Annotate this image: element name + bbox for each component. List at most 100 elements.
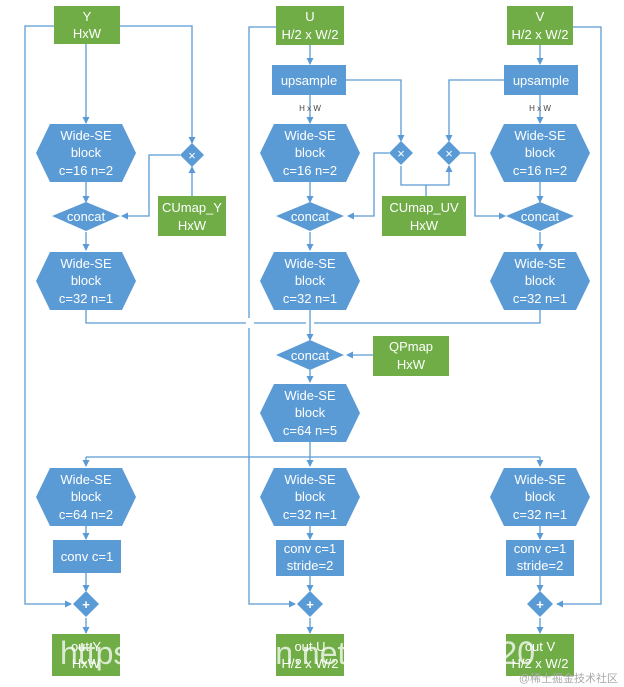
input-y-label: Y xyxy=(83,9,92,24)
add-y-node: + xyxy=(73,591,99,617)
cumap-y-size: HxW xyxy=(178,218,207,233)
conv-y-label: conv c=1 xyxy=(61,549,113,564)
block-u1-line2: block xyxy=(295,145,326,160)
watermark-site: @稀土掘金技术社区 xyxy=(519,671,618,685)
output-v-label: out V xyxy=(525,639,556,654)
output-u-node: out U H/2 x W/2 xyxy=(276,634,344,676)
wide-se-block-u1: Wide-SE block c=16 n=2 xyxy=(260,124,360,182)
edge-mult-y-to-concat-y xyxy=(121,154,180,220)
output-y-size: HxW xyxy=(72,656,101,671)
block-mid-line3: c=64 n=5 xyxy=(283,423,337,438)
conv-u-node: conv c=1 stride=2 xyxy=(276,540,344,576)
block-u2-line1: Wide-SE xyxy=(284,256,336,271)
upsample-u-label: upsample xyxy=(281,73,337,88)
wide-se-block-u3: Wide-SE block c=32 n=1 xyxy=(260,468,360,526)
conv-u-stride: stride=2 xyxy=(287,558,334,573)
conv-v-stride: stride=2 xyxy=(517,558,564,573)
block-mid-line2: block xyxy=(295,405,326,420)
cumap-y-node: CUmap_Y HxW xyxy=(158,196,226,236)
upsample-v-node: upsample xyxy=(504,65,578,95)
block-y1-line3: c=16 n=2 xyxy=(59,163,113,178)
wide-se-block-u2: Wide-SE block c=32 n=1 xyxy=(260,252,360,310)
block-v2-line3: c=32 n=1 xyxy=(513,291,567,306)
concat-v-label: concat xyxy=(521,209,560,224)
conv-u-label: conv c=1 xyxy=(284,541,336,556)
upsample-v-label: upsample xyxy=(513,73,569,88)
multiply-v-icon: × xyxy=(445,146,453,161)
cumap-uv-size: HxW xyxy=(410,218,439,233)
wide-se-block-v1: Wide-SE block c=16 n=2 xyxy=(490,124,590,182)
multiply-y-node: × xyxy=(180,143,204,167)
wide-se-block-y1: Wide-SE block c=16 n=2 xyxy=(36,124,136,182)
output-u-label: out U xyxy=(294,639,325,654)
block-u1-line1: Wide-SE xyxy=(284,128,336,143)
wide-se-block-y2: Wide-SE block c=32 n=1 xyxy=(36,252,136,310)
concat-mid-label: concat xyxy=(291,348,330,363)
input-v-size: H/2 x W/2 xyxy=(511,27,568,42)
concat-u-node: concat xyxy=(276,202,344,231)
output-v-size: H/2 x W/2 xyxy=(511,656,568,671)
output-u-size: H/2 x W/2 xyxy=(281,656,338,671)
edge-cumap-uv-to-mults xyxy=(400,166,449,196)
edge-upsample-u-to-mult-u xyxy=(346,79,405,142)
concat-mid-node: concat xyxy=(276,340,344,370)
wide-se-block-v3: Wide-SE block c=32 n=1 xyxy=(490,468,590,526)
wide-se-block-y3: Wide-SE block c=64 n=2 xyxy=(36,468,136,526)
block-y3-line3: c=64 n=2 xyxy=(59,507,113,522)
input-v-node: V H/2 x W/2 xyxy=(507,6,573,45)
block-u3-line3: c=32 n=1 xyxy=(283,507,337,522)
block-y3-line1: Wide-SE xyxy=(60,472,112,487)
qpmap-label: QPmap xyxy=(389,339,433,354)
block-mid-line1: Wide-SE xyxy=(284,388,336,403)
block-v1-line3: c=16 n=2 xyxy=(513,163,567,178)
edge-block-mid-split xyxy=(86,442,540,458)
add-v-node: + xyxy=(527,591,553,617)
edge-upsample-v-to-mult-v xyxy=(445,79,504,142)
add-v-icon: + xyxy=(536,597,544,612)
wide-se-block-v2: Wide-SE block c=32 n=1 xyxy=(490,252,590,310)
cumap-y-label: CUmap_Y xyxy=(162,200,222,215)
edge-y-to-mult-y xyxy=(120,25,196,144)
cumap-uv-node: CUmap_UV HxW xyxy=(382,196,466,236)
input-y-node: Y HxW xyxy=(54,6,120,44)
add-u-node: + xyxy=(297,591,323,617)
add-y-icon: + xyxy=(82,597,90,612)
block-v1-line1: Wide-SE xyxy=(514,128,566,143)
edge-mult-v-to-concat-v xyxy=(461,152,506,220)
connectors xyxy=(24,25,602,634)
conv-v-label: conv c=1 xyxy=(514,541,566,556)
block-v3-line2: block xyxy=(525,489,556,504)
block-u2-line3: c=32 n=1 xyxy=(283,291,337,306)
output-v-node: out V H/2 x W/2 xyxy=(506,634,574,676)
cumap-uv-label: CUmap_UV xyxy=(389,200,459,215)
input-u-label: U xyxy=(305,9,314,24)
edge-y-bypass-to-add-y xyxy=(24,25,72,608)
edge-block-v2-to-mid xyxy=(314,310,541,324)
upsample-u-node: upsample xyxy=(272,65,346,95)
conv-v-node: conv c=1 stride=2 xyxy=(506,540,574,576)
edge-v-bypass-to-add-v xyxy=(556,26,602,608)
input-v-label: V xyxy=(536,9,545,24)
block-y2-line1: Wide-SE xyxy=(60,256,112,271)
block-v1-line2: block xyxy=(525,145,556,160)
multiply-u-icon: × xyxy=(397,146,405,161)
size-label-v: H x W xyxy=(529,104,551,113)
multiply-v-node: × xyxy=(437,141,461,165)
block-y3-line2: block xyxy=(71,489,102,504)
edge-u-bypass-to-add-u xyxy=(248,26,295,604)
block-y1-line1: Wide-SE xyxy=(60,128,112,143)
block-y1-line2: block xyxy=(71,145,102,160)
input-u-node: U H/2 x W/2 xyxy=(276,6,344,45)
input-u-size: H/2 x W/2 xyxy=(281,27,338,42)
output-y-label: out Y xyxy=(71,639,101,654)
concat-y-label: concat xyxy=(67,209,106,224)
edge-block-y2-to-mid xyxy=(85,310,306,324)
block-y2-line2: block xyxy=(71,273,102,288)
block-u2-line2: block xyxy=(295,273,326,288)
concat-y-node: concat xyxy=(52,202,120,231)
watermark-url: https://blog.csdn.net/Zhanghan20 xyxy=(60,635,535,671)
block-u3-line2: block xyxy=(295,489,326,504)
block-u1-line3: c=16 n=2 xyxy=(283,163,337,178)
add-u-icon: + xyxy=(306,597,314,612)
